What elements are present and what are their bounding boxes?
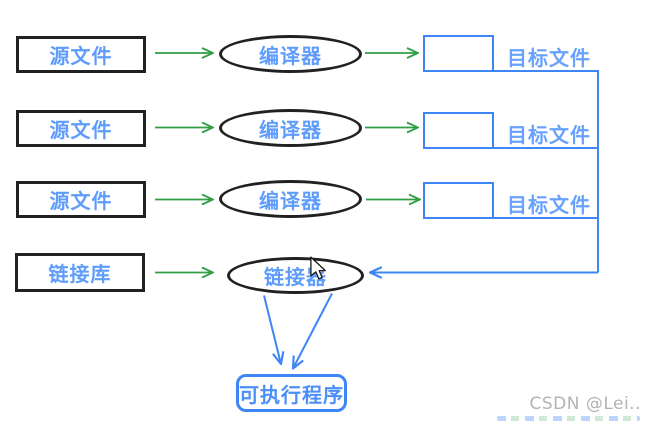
executable-box: 可执行程序 xyxy=(236,374,347,412)
object-file-box-1 xyxy=(423,35,494,72)
mouse-cursor-icon xyxy=(310,256,326,280)
linker-ellipse: 链接器 xyxy=(227,257,364,294)
compiler-label-1: 编译器 xyxy=(259,43,322,68)
object-file-box-2 xyxy=(423,112,494,149)
library-box: 链接库 xyxy=(15,253,145,292)
object-file-label-3: 目标文件 xyxy=(507,193,591,217)
compiler-ellipse-1: 编译器 xyxy=(219,35,362,73)
source-file-box-3: 源文件 xyxy=(16,181,146,218)
compiler-label-2: 编译器 xyxy=(259,117,322,142)
cropped-watermark-line xyxy=(497,416,640,421)
executable-label: 可执行程序 xyxy=(239,382,344,407)
compiler-ellipse-3: 编译器 xyxy=(219,180,362,218)
compiler-ellipse-2: 编译器 xyxy=(219,109,362,147)
arrow-linker-to-executable-right xyxy=(293,293,333,369)
library-label: 链接库 xyxy=(48,262,112,286)
source-file-box-2: 源文件 xyxy=(16,110,146,147)
source-file-box-1: 源文件 xyxy=(16,36,146,73)
source-file-label-2: 源文件 xyxy=(49,118,113,142)
object-file-box-3 xyxy=(423,182,494,219)
source-file-label-3: 源文件 xyxy=(49,189,113,213)
compiler-label-3: 编译器 xyxy=(259,188,322,213)
source-file-label-1: 源文件 xyxy=(49,44,113,68)
object-file-label-2: 目标文件 xyxy=(507,123,591,147)
object-file-label-1: 目标文件 xyxy=(507,46,591,70)
watermark: CSDN @Lei.. xyxy=(529,394,641,414)
arrow-linker-to-executable-left xyxy=(263,295,281,365)
